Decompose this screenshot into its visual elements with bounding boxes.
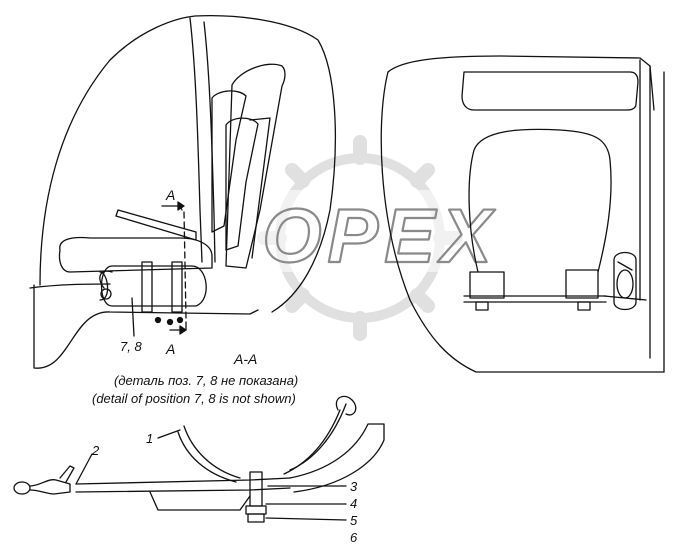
watermark-text: OPEX <box>262 194 497 279</box>
section-title: A-A <box>234 351 258 367</box>
position-5-label: 5 <box>350 513 358 528</box>
note-english: (detail of position 7, 8 is not shown) <box>92 391 296 406</box>
position-3-label: 3 <box>350 479 358 494</box>
position-1-label: 1 <box>146 431 154 446</box>
section-mark-top: A <box>166 187 176 203</box>
note-russian: (деталь поз. 7, 8 не показана) <box>114 373 299 388</box>
position-6-label: 6 <box>350 530 358 545</box>
position-2-label: 2 <box>92 443 100 458</box>
watermark-text-group: OPEX <box>252 190 508 280</box>
bottom-detail-view <box>13 395 385 523</box>
right-section-view <box>380 55 665 373</box>
left-cab-view <box>29 15 337 369</box>
position-4-label: 4 <box>350 496 358 511</box>
section-mark-bottom: A <box>166 341 176 357</box>
callout-7-8: 7, 8 <box>120 339 142 354</box>
